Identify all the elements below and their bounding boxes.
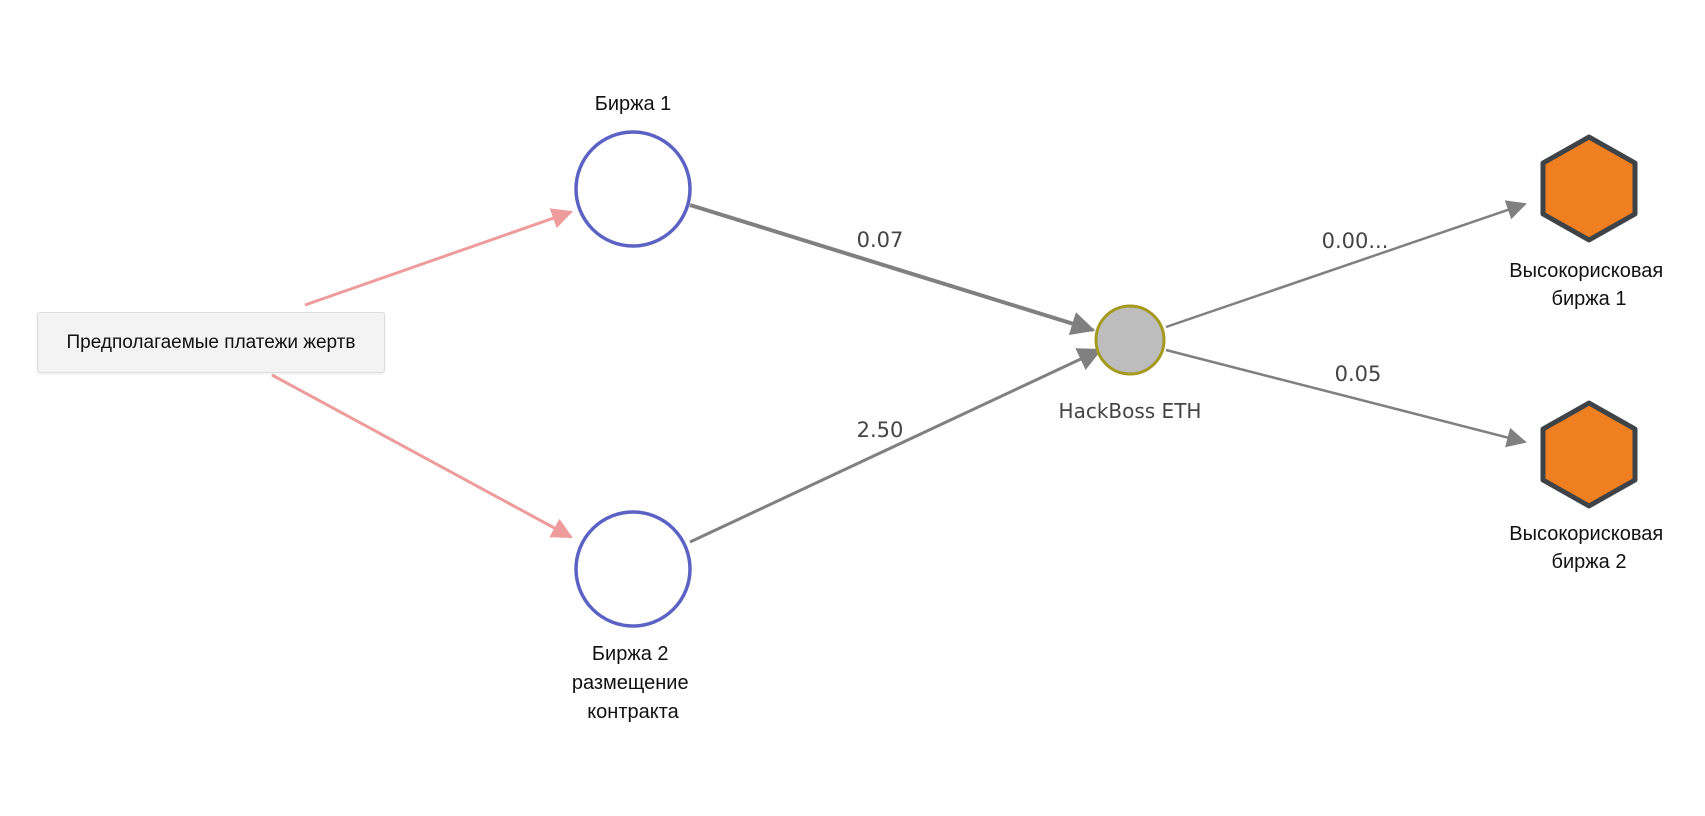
hackboss-node-icon[interactable] [1094, 304, 1166, 376]
highrisk2-label: Высокорисковая биржа 2 [1509, 523, 1668, 573]
exchange2-node-icon[interactable] [574, 510, 692, 628]
edge-label-0.07: 0.07 [857, 228, 904, 252]
edge-exchange2-to-hackboss [689, 348, 1103, 544]
edge-exchange1-to-hackboss [689, 203, 1096, 336]
highrisk2-label-line-1: Высокорисковая [1509, 523, 1663, 545]
edge-source-to-exchange1 [304, 208, 573, 307]
edge-label-0.00: 0.00... [1322, 229, 1389, 253]
exchange1-node-icon[interactable] [574, 130, 692, 248]
source-label: Предполагаемые платежи жертв [66, 331, 356, 353]
exchange2-label-line-1: Биржа 2 [592, 643, 669, 665]
highrisk1-label: Высокорисковая биржа 1 [1509, 260, 1668, 310]
edge-hackboss-to-highrisk2 [1165, 348, 1527, 448]
highrisk2-label-line-2: биржа 2 [1552, 551, 1627, 573]
edge-label-0.05: 0.05 [1335, 362, 1382, 386]
highrisk2-hexagon-icon[interactable] [1540, 400, 1638, 509]
highrisk1-hexagon-icon[interactable] [1540, 134, 1638, 243]
exchange2-label: Биржа 2 размещение контракта [572, 643, 694, 723]
exchange2-label-line-3: контракта [587, 701, 679, 723]
highrisk1-label-line-1: Высокорисковая [1509, 260, 1663, 282]
exchange2-label-line-2: размещение [572, 672, 689, 694]
edge-hackboss-to-highrisk1 [1165, 200, 1527, 329]
edge-source-to-exchange2 [271, 373, 573, 539]
hackboss-label: HackBoss ETH [1059, 399, 1202, 423]
source-box[interactable]: Предполагаемые платежи жертв [37, 312, 385, 373]
edge-label-2.50: 2.50 [857, 418, 904, 442]
exchange1-label: Биржа 1 [595, 93, 672, 115]
highrisk1-label-line-2: биржа 1 [1552, 288, 1627, 310]
